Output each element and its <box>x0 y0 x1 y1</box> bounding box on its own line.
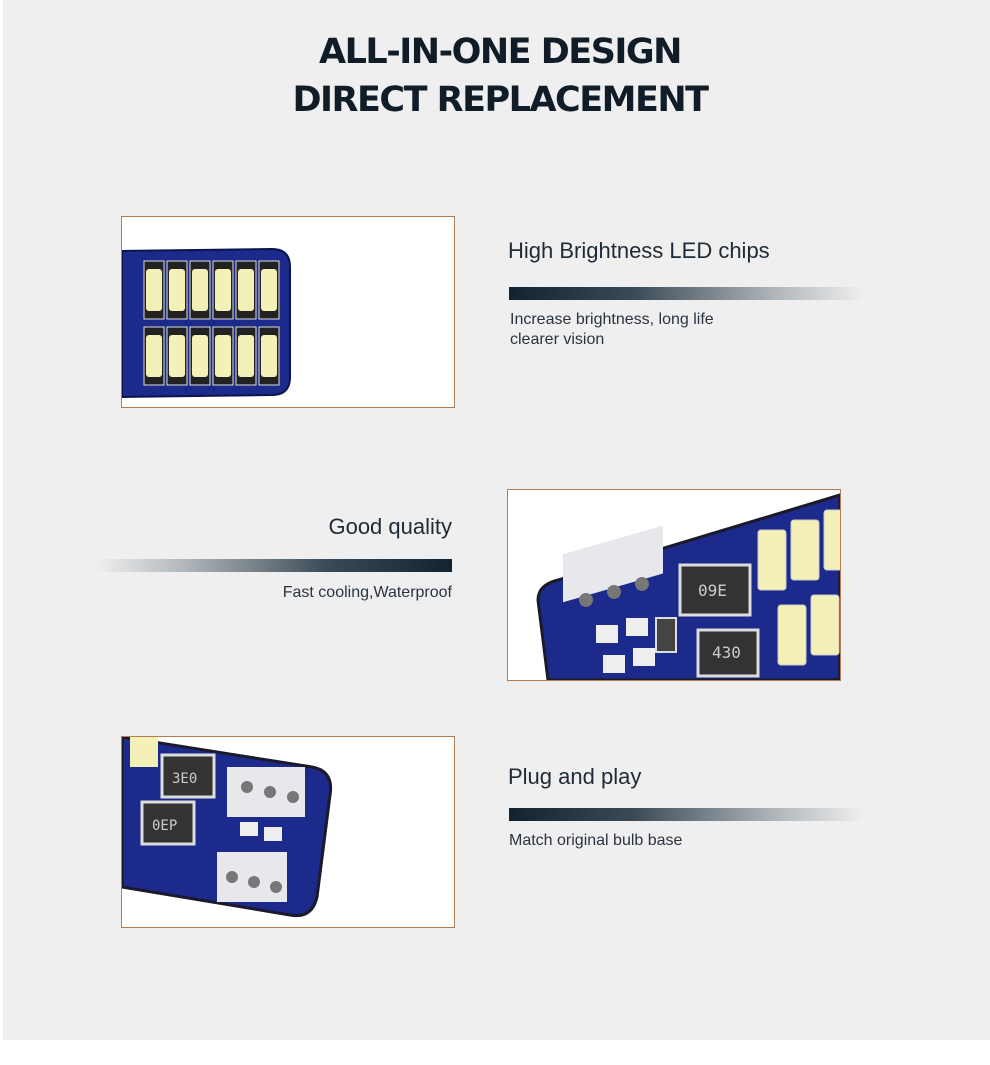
led-chip <box>169 335 185 377</box>
led-chip <box>215 269 231 311</box>
feature-1-desc-line-2: clearer vision <box>510 331 605 348</box>
feature-2-title: Good quality <box>328 514 452 539</box>
pcb-base-photo: 3E0 0EP <box>121 736 455 928</box>
led-chip <box>192 335 208 377</box>
led-chip <box>192 269 208 311</box>
svg-text:3E0: 3E0 <box>172 771 197 787</box>
led-chip <box>238 269 254 311</box>
svg-text:0EP: 0EP <box>152 818 177 834</box>
feature-3-title: Plug and play <box>508 764 642 789</box>
led-chip <box>146 269 162 311</box>
headline-line-1: ALL-IN-ONE DESIGN <box>319 32 682 72</box>
feature-2-desc: Fast cooling,Waterproof <box>282 584 452 601</box>
led-chip <box>238 335 254 377</box>
feature-2-gradient-bar <box>97 559 452 572</box>
led-chip <box>169 269 185 311</box>
feature-1-title: High Brightness LED chips <box>508 238 770 263</box>
headline-line-2: DIRECT REPLACEMENT <box>292 80 709 120</box>
feature-1-desc-line-1: Increase brightness, long life <box>510 311 714 328</box>
svg-text:09E: 09E <box>698 581 727 600</box>
pcb-resistors-photo: 09E 430 <box>507 489 841 681</box>
feature-3-desc: Match original bulb base <box>509 832 683 849</box>
led-chip <box>261 269 277 311</box>
feature-3-gradient-bar <box>509 808 864 821</box>
led-chip <box>215 335 231 377</box>
feature-1-gradient-bar <box>509 287 864 300</box>
led-chip <box>261 335 277 377</box>
led-chip <box>146 335 162 377</box>
svg-text:430: 430 <box>712 643 741 662</box>
led-chips-photo <box>121 216 455 408</box>
